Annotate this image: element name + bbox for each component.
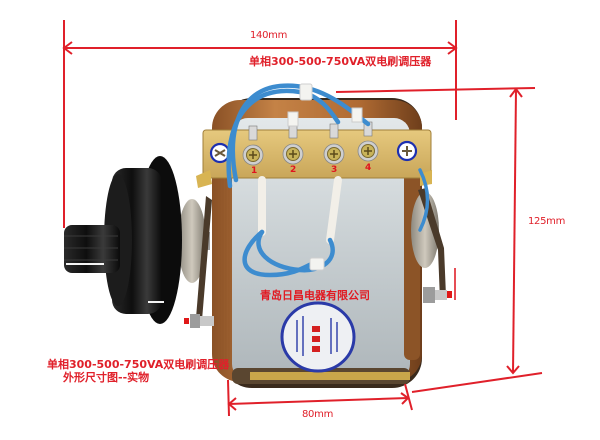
depth-extension-right (404, 383, 413, 411)
height-extension-bottom (411, 372, 543, 393)
control-knob (64, 156, 210, 324)
left-bracket (196, 196, 212, 320)
crimp-sleeve (351, 107, 363, 123)
left-terminal-bolt (184, 314, 214, 328)
terminal-label-4: 4 (365, 163, 372, 173)
caption-line-1: 单相300-500-750VA双电刷调压器 (47, 358, 230, 371)
right-terminal-bolt (423, 287, 452, 303)
depth-dimension-line (228, 397, 409, 405)
board-screw-left (209, 142, 231, 164)
sleeved-leads (258, 176, 342, 244)
product-title: 单相300-500-750VA双电刷调压器 (249, 55, 432, 68)
crimp-sleeve (287, 111, 299, 127)
terminal-label-3: 3 (331, 165, 338, 175)
terminal-lug-4 (357, 121, 379, 162)
terminal-label-1: 1 (251, 166, 258, 176)
terminal-lug-2 (282, 123, 304, 165)
brand-seal (280, 301, 356, 373)
terminal-board (196, 121, 432, 188)
terminal-label-2: 2 (290, 165, 297, 175)
blue-wires (226, 83, 430, 278)
caption-line-2: 外形尺寸图--实物 (63, 371, 150, 384)
right-bracket (418, 188, 446, 300)
terminal-lug-3 (323, 123, 345, 165)
dimension-lines (62, 20, 543, 417)
height-dimension-label: 125mm (528, 216, 566, 227)
terminal-lug-1 (242, 125, 264, 166)
depth-extension-left (227, 379, 230, 417)
width-dimension-label: 140mm (250, 30, 288, 41)
company-label: 青岛日昌电器有限公司 (260, 289, 370, 302)
depth-dimension-label: 80mm (302, 409, 334, 420)
height-dimension-line (512, 88, 517, 374)
board-screw-right (396, 140, 418, 162)
cable-tie (299, 83, 325, 271)
caption: 单相300-500-750VA双电刷调压器 外形尺寸图--实物 (47, 358, 229, 384)
height-extension-top (335, 87, 536, 93)
